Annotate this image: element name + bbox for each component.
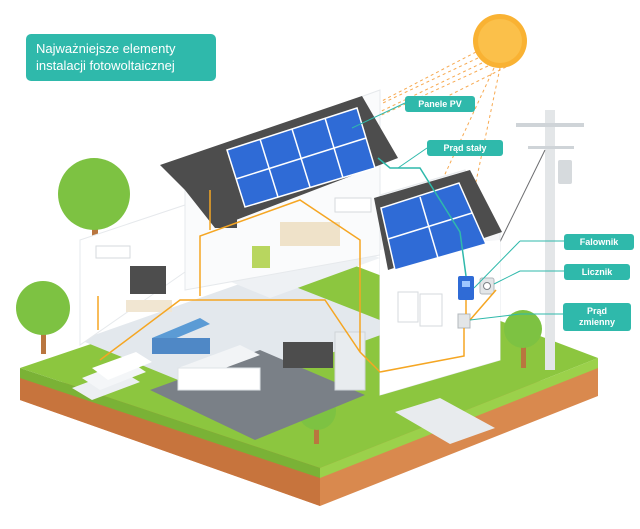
title-line-1: Najważniejsze elementy [36,41,176,56]
wiring [97,157,497,373]
label-direct-current: Prąd stały [427,140,503,156]
diagram-title: Najważniejsze elementy instalacji fotowo… [26,34,216,81]
label-pv-panels: Panele PV [405,96,475,112]
sun-icon [473,14,527,68]
meter-icon [479,277,495,295]
title-line-2: instalacji fotowoltaicznej [36,58,175,73]
label-alternating-current: Prąd zmienny [563,303,631,331]
label-inverter: Falownik [564,234,634,250]
label-ac-line-1: Prąd [586,306,607,316]
label-ac-line-2: zmienny [578,317,615,327]
utility-pole-icon [494,110,584,370]
solar-panel-icon [226,107,488,271]
inverter-icon [458,276,474,300]
furniture [95,197,443,391]
entrance-stairs [72,352,152,400]
label-leader-lines [351,102,564,321]
label-meter: Licznik [564,264,630,280]
ac-junction-box [457,313,471,329]
